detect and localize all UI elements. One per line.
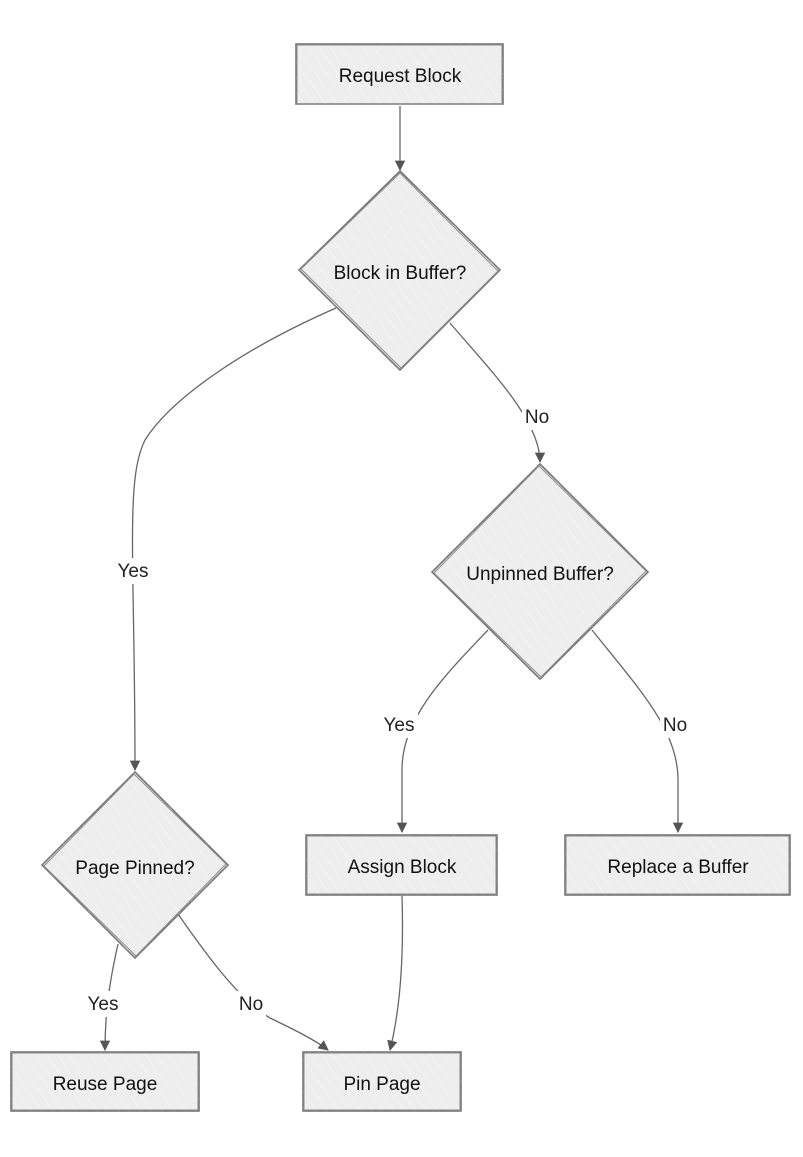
edge-labels: Yes No Yes No Yes No — [84, 404, 690, 1017]
node-label: Page Pinned? — [75, 858, 194, 879]
edge-label-in-buffer-no: No — [522, 404, 552, 430]
edge-label-pinned-yes: Yes — [84, 991, 122, 1017]
node-label: Reuse Page — [53, 1074, 158, 1095]
node-label: Assign Block — [348, 857, 457, 878]
edge-unpinned-no — [591, 629, 684, 834]
edge-label-pinned-no: No — [236, 991, 266, 1017]
node-block-in-buffer: Block in Buffer? — [297, 169, 502, 372]
edge-label-unpinned-yes: Yes — [380, 712, 418, 738]
node-label: Pin Page — [343, 1074, 420, 1095]
edge-label-text: Yes — [384, 715, 415, 736]
edge-label-text: Yes — [118, 561, 149, 582]
edge-label-text: No — [239, 994, 263, 1015]
edge-buffer-check-yes — [129, 307, 337, 772]
edge-label-in-buffer-yes: Yes — [114, 558, 152, 584]
edge-label-text: No — [663, 715, 687, 736]
node-label: Replace a Buffer — [607, 857, 749, 878]
node-replace-buffer: Replace a Buffer — [564, 834, 791, 896]
edge-unpinned-yes — [396, 629, 489, 834]
edge-buffer-check-no — [449, 322, 546, 464]
node-pin-page: Pin Page — [302, 1051, 462, 1112]
node-label: Request Block — [339, 66, 462, 87]
node-label: Block in Buffer? — [334, 263, 467, 284]
edge-label-unpinned-no: No — [660, 712, 690, 738]
node-reuse-page: Reuse Page — [10, 1051, 200, 1112]
edge-page-pinned-no — [177, 913, 329, 1051]
edge-label-text: Yes — [88, 994, 119, 1015]
node-label: Unpinned Buffer? — [466, 564, 614, 585]
node-unpinned-buffer: Unpinned Buffer? — [430, 462, 650, 681]
edge-label-text: No — [525, 407, 549, 428]
nodes: Request Block Block in Buffer? Unpinned … — [10, 43, 791, 1112]
edge-assign-to-pin — [387, 895, 404, 1052]
node-request-block: Request Block — [295, 43, 504, 105]
node-page-pinned: Page Pinned? — [40, 770, 230, 960]
node-assign-block: Assign Block — [305, 834, 498, 896]
